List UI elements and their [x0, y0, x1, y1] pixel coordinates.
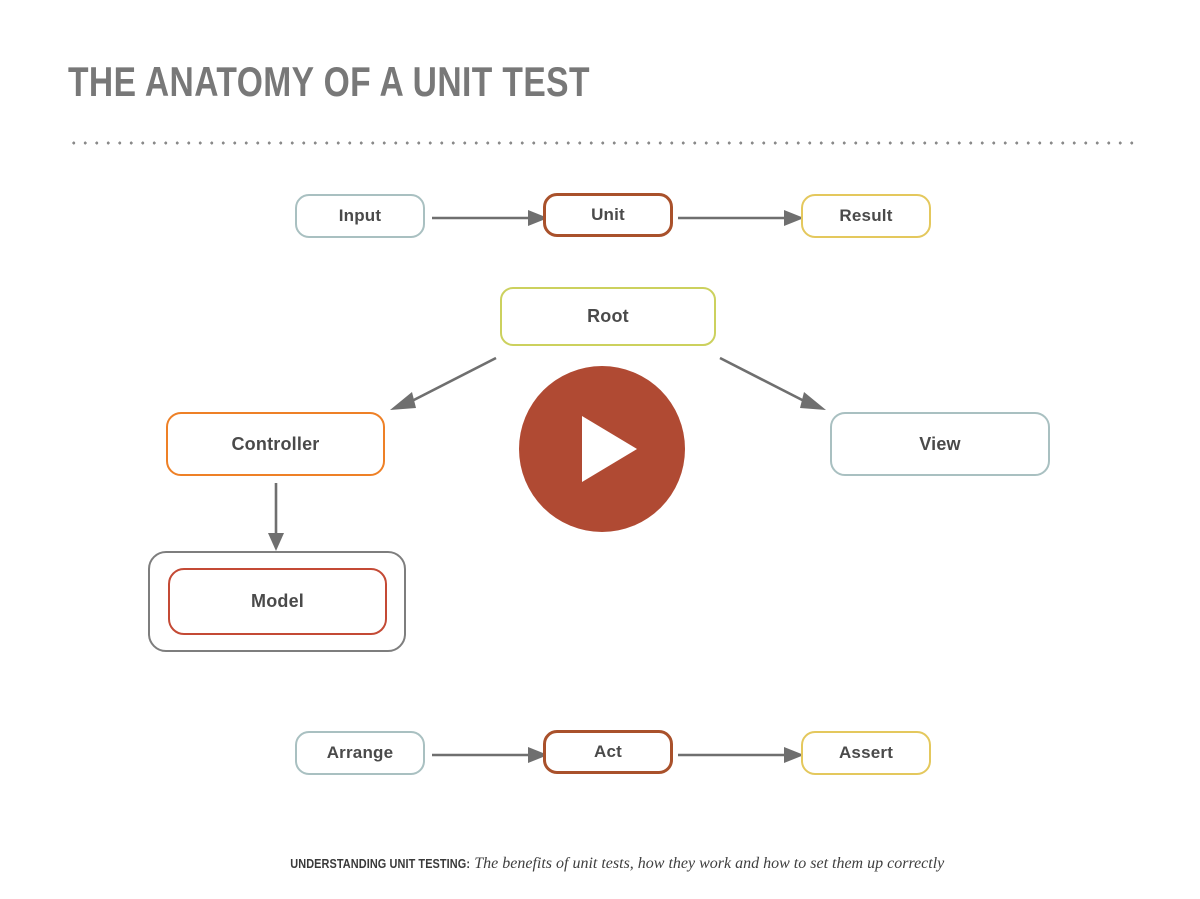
node-root[interactable]: Root	[500, 287, 716, 346]
arrow-root-to-controller	[390, 356, 497, 410]
node-model[interactable]: Model	[168, 568, 387, 635]
play-button[interactable]	[519, 366, 685, 532]
node-unit[interactable]: Unit	[543, 193, 673, 237]
footer-caption-label: UNDERSTANDING UNIT TESTING:	[289, 856, 470, 871]
footer-caption: UNDERSTANDING UNIT TESTING: The benefits…	[0, 855, 1200, 873]
dotted-divider	[68, 140, 1136, 146]
page-title: THE ANATOMY OF A UNIT TEST	[68, 58, 590, 105]
node-result[interactable]: Result	[801, 194, 931, 238]
node-act[interactable]: Act	[543, 730, 673, 774]
node-assert[interactable]: Assert	[801, 731, 931, 775]
arrow-root-to-view	[719, 356, 826, 410]
arrow-unit-to-result	[678, 210, 804, 226]
arrow-input-to-unit	[432, 210, 548, 226]
arrow-controller-to-model	[268, 483, 284, 551]
node-controller[interactable]: Controller	[166, 412, 385, 476]
arrow-arrange-to-act	[432, 747, 548, 763]
node-input[interactable]: Input	[295, 194, 425, 238]
footer-caption-text: The benefits of unit tests, how they wor…	[474, 855, 945, 872]
arrow-act-to-assert	[678, 747, 804, 763]
node-view[interactable]: View	[830, 412, 1050, 476]
play-triangle-icon	[581, 416, 637, 482]
node-arrange[interactable]: Arrange	[295, 731, 425, 775]
